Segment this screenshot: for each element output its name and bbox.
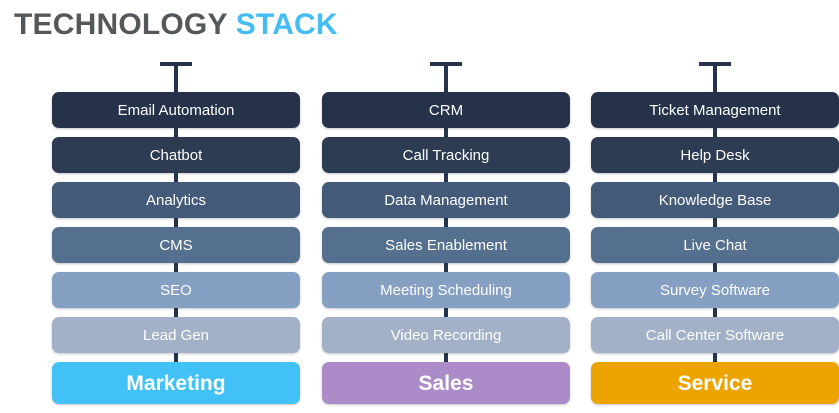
tier-item[interactable]: Call Tracking [322, 137, 570, 173]
tier-item[interactable]: Sales Enablement [322, 227, 570, 263]
tier-list-service: Ticket Management Help Desk Knowledge Ba… [591, 56, 839, 353]
tier-item[interactable]: Knowledge Base [591, 182, 839, 218]
stack-column-service: Ticket Management Help Desk Knowledge Ba… [591, 56, 839, 408]
tier-item[interactable]: Live Chat [591, 227, 839, 263]
tier-item[interactable]: Ticket Management [591, 92, 839, 128]
connector-cap-marketing [160, 62, 192, 66]
tier-item[interactable]: Video Recording [322, 317, 570, 353]
tier-item[interactable]: CRM [322, 92, 570, 128]
tier-item[interactable]: Analytics [52, 182, 300, 218]
column-footer-marketing[interactable]: Marketing [52, 362, 300, 404]
connector-line-marketing [174, 62, 178, 376]
page-title: TECHNOLOGY STACK [14, 6, 338, 44]
connector-cap-service [699, 62, 731, 66]
tier-list-marketing: Email Automation Chatbot Analytics CMS S… [52, 56, 300, 353]
connector-line-sales [444, 62, 448, 376]
tier-item[interactable]: Survey Software [591, 272, 839, 308]
stack-columns: Email Automation Chatbot Analytics CMS S… [0, 56, 839, 408]
tier-item[interactable]: CMS [52, 227, 300, 263]
tier-list-sales: CRM Call Tracking Data Management Sales … [322, 56, 570, 353]
tier-item[interactable]: Call Center Software [591, 317, 839, 353]
stack-column-marketing: Email Automation Chatbot Analytics CMS S… [52, 56, 300, 408]
connector-cap-sales [430, 62, 462, 66]
page-title-accent: STACK [235, 8, 338, 41]
tier-item[interactable]: SEO [52, 272, 300, 308]
stack-column-sales: CRM Call Tracking Data Management Sales … [322, 56, 570, 408]
connector-line-service [713, 62, 717, 376]
tier-item[interactable]: Lead Gen [52, 317, 300, 353]
column-footer-sales[interactable]: Sales [322, 362, 570, 404]
page-title-primary: TECHNOLOGY [14, 8, 228, 41]
tier-item[interactable]: Chatbot [52, 137, 300, 173]
tier-item[interactable]: Data Management [322, 182, 570, 218]
tier-item[interactable]: Email Automation [52, 92, 300, 128]
tier-item[interactable]: Meeting Scheduling [322, 272, 570, 308]
column-footer-service[interactable]: Service [591, 362, 839, 404]
tier-item[interactable]: Help Desk [591, 137, 839, 173]
